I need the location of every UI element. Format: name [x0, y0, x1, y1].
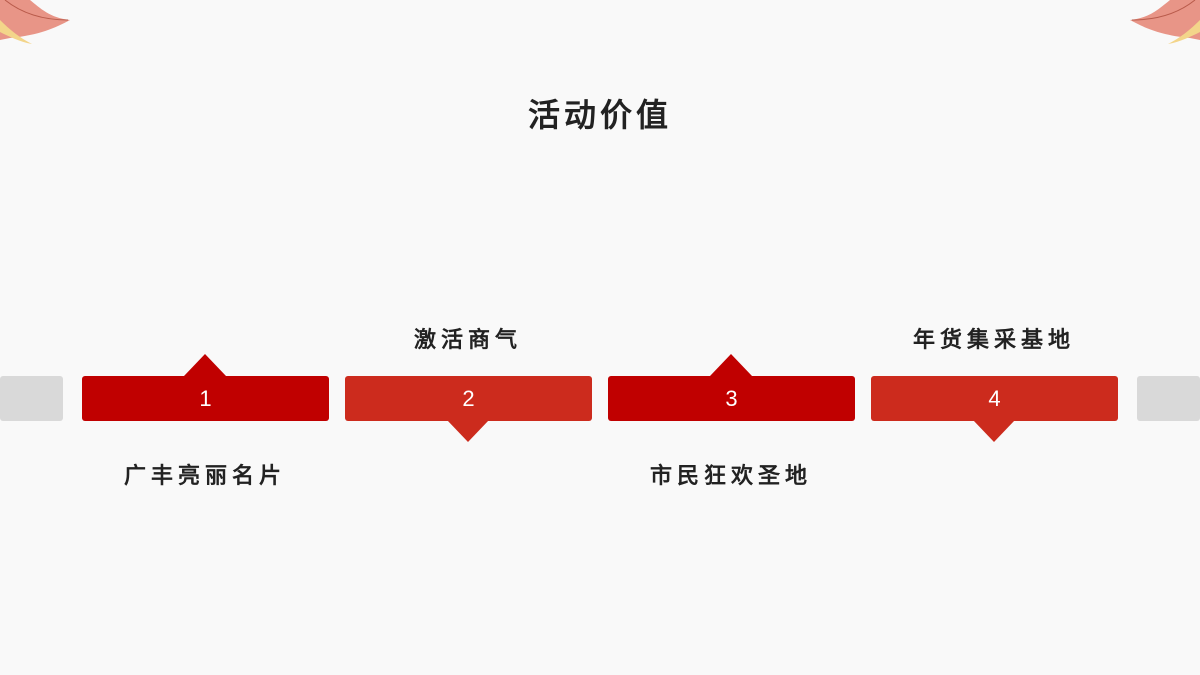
koi-fish-tail-left-icon — [0, 0, 70, 44]
pointer-up-icon — [710, 354, 752, 376]
step-3-bar: 3 — [608, 376, 855, 421]
step-2-label: 激活商气 — [413, 328, 522, 353]
step-1-bar: 1 — [82, 376, 329, 421]
step-1-label: 广丰亮丽名片 — [123, 464, 286, 489]
pointer-down-icon — [973, 420, 1015, 442]
step-number: 3 — [725, 385, 738, 411]
page-title: 活动价值 — [527, 96, 672, 134]
koi-fish-tail-right-icon — [1130, 0, 1200, 44]
timeline-edge-left — [0, 376, 63, 421]
step-3-label: 市民狂欢圣地 — [649, 464, 812, 489]
step-4-bar: 4 — [871, 376, 1118, 421]
step-4-label: 年货集采基地 — [912, 328, 1075, 353]
pointer-up-icon — [184, 354, 226, 376]
step-number: 4 — [988, 385, 1001, 411]
step-number: 1 — [199, 385, 212, 411]
pointer-down-icon — [447, 420, 489, 442]
step-2-bar: 2 — [345, 376, 592, 421]
timeline-edge-right — [1137, 376, 1200, 421]
step-number: 2 — [462, 385, 475, 411]
